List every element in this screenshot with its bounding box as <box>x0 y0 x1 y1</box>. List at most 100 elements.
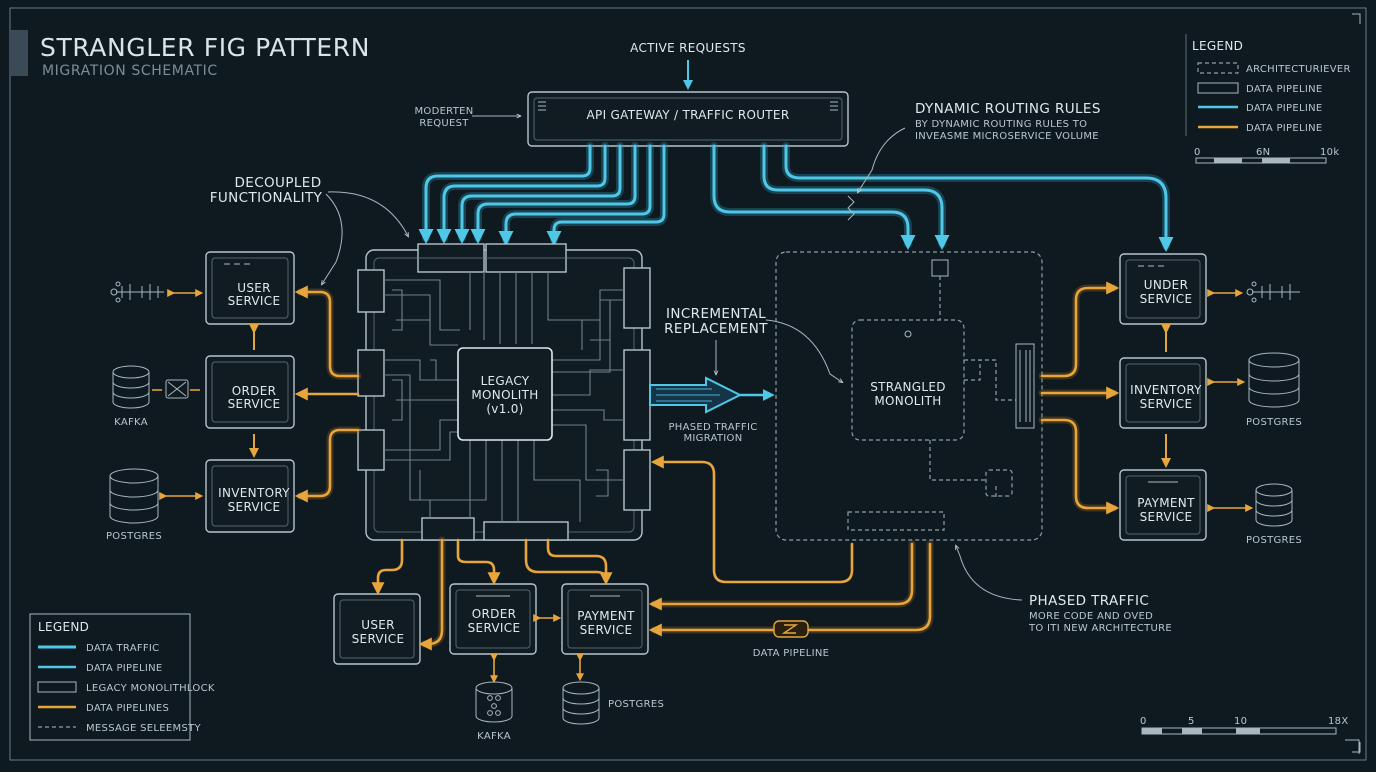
legend-bottom-item-1: DATA TRAFFIC <box>86 643 159 654</box>
right-under-service: UNDER SERVICE <box>1119 253 1207 325</box>
left-connector-icon <box>110 281 164 303</box>
legend-bottom-item-3: LEGACY MONOLITHLOCK <box>86 683 215 694</box>
phased-traffic-line2: TO ITI NEW ARCHITECTURE <box>1028 623 1172 634</box>
decoupled-line1: DECOUPLED <box>234 175 321 191</box>
gateway-to-legacy-traffic <box>418 142 668 246</box>
right-postgres-icon-2 <box>1255 483 1293 527</box>
bottom-payment-service-line2: SERVICE <box>580 623 633 637</box>
routing-rules-line1: BY DYNAMIC ROUTING RULES TO <box>915 119 1087 130</box>
migration-return-pipelines <box>648 455 934 637</box>
right-postgres-label-2: POSTGRES <box>1246 535 1302 546</box>
right-payment-service: PAYMENT SERVICE <box>1119 469 1207 541</box>
legend-top-item-2: DATA PIPELINE <box>1246 84 1323 95</box>
right-inventory-service: INVENTORY SERVICE <box>1119 357 1207 429</box>
right-connector-icon <box>1246 281 1300 303</box>
incremental-replacement-arrow <box>649 376 775 414</box>
outer-frame <box>9 7 1367 761</box>
legacy-monolith: LEGACY MONOLITH (v1.0) <box>357 243 651 541</box>
legend-top-item-4: DATA PIPELINE <box>1246 123 1323 134</box>
scale-bottom-1: 5 <box>1188 716 1195 727</box>
right-payment-service-line1: PAYMENT <box>1137 496 1195 510</box>
phased-traffic-line1: MORE CODE AND OVED <box>1029 611 1153 622</box>
scale-bottom-0: 0 <box>1140 716 1147 727</box>
legacy-to-left-pipelines <box>294 285 362 503</box>
decoupled-line2: FUNCTIONALITY <box>210 190 323 206</box>
api-gateway-label: API GATEWAY / TRAFFIC ROUTER <box>587 108 790 122</box>
phased-small-line1: PHASED TRAFFIC <box>668 422 757 433</box>
bottom-postgres-icon <box>562 681 600 725</box>
right-inventory-service-line1: INVENTORY <box>1130 383 1202 397</box>
legend-top-scale-1: 6N <box>1256 147 1270 158</box>
page-title: STRANGLER FIG PATTERN <box>40 33 370 62</box>
legend-bottom-title: LEGEND <box>38 620 89 634</box>
legend-bottom-item-5: MESSAGE SELEEMSTY <box>86 723 201 734</box>
page-subtitle: MIGRATION SCHEMATIC <box>42 63 218 79</box>
incremental-line2: REPLACEMENT <box>664 321 768 337</box>
data-pipeline-valve-icon <box>773 620 809 638</box>
scale-bottom-2: 10 <box>1234 716 1247 727</box>
moderten-label: MODERTEN <box>414 106 473 117</box>
left-postgres-icon <box>109 468 159 524</box>
left-user-service-line2: SERVICE <box>228 294 281 308</box>
bottom-order-service-line2: SERVICE <box>468 621 521 635</box>
bottom-postgres-label: POSTGRES <box>608 699 664 710</box>
legend-top-scale-0: 0 <box>1194 147 1201 158</box>
right-under-service-line1: UNDER <box>1144 278 1188 292</box>
right-payment-service-line2: SERVICE <box>1140 510 1193 524</box>
data-pipeline-label: DATA PIPELINE <box>753 648 830 659</box>
left-user-service: USER SERVICE <box>205 251 295 325</box>
right-postgres-label-1: POSTGRES <box>1246 417 1302 428</box>
bottom-kafka-label: KAFKA <box>477 731 511 742</box>
gateway-to-new-services-traffic <box>710 142 1174 252</box>
legend-top-scale-2: 10k <box>1320 147 1339 158</box>
right-inventory-service-line2: SERVICE <box>1140 397 1193 411</box>
strangled-monolith-line1: STRANGLED <box>870 380 946 394</box>
right-under-service-line2: SERVICE <box>1140 292 1193 306</box>
scale-bottom-3: 18X <box>1328 716 1348 727</box>
strangled-monolith-line2: MONOLITH <box>874 394 941 408</box>
legacy-monolith-line1: LEGACY <box>481 374 530 388</box>
legend-bottom: LEGEND DATA TRAFFIC DATA PIPELINE LEGACY… <box>29 613 215 741</box>
left-user-service-line1: USER <box>237 281 271 295</box>
bottom-kafka-icon <box>475 681 513 723</box>
legacy-monolith-line3: (v1.0) <box>486 402 523 416</box>
legend-top: LEGEND ARCHITECTURIEVER DATA PIPELINE DA… <box>1185 34 1351 164</box>
bottom-user-service-line1: USER <box>361 618 395 632</box>
left-postgres-label: POSTGRES <box>106 531 162 542</box>
right-postgres-icon-1 <box>1248 352 1300 408</box>
routing-rules-title: DYNAMIC ROUTING RULES <box>915 101 1101 117</box>
left-kafka-icon <box>112 365 189 409</box>
phased-traffic-title: PHASED TRAFFIC <box>1029 593 1149 609</box>
bottom-user-service-line2: SERVICE <box>352 632 405 646</box>
routing-rules-line2: INVEASME MICROSERVICE VOLUME <box>915 131 1099 142</box>
left-inventory-service-line1: INVENTORY <box>218 486 290 500</box>
active-requests-label: ACTIVE REQUESTS <box>630 41 746 55</box>
legend-top-item-1: ARCHITECTURIEVER <box>1246 64 1351 75</box>
left-inventory-service-line2: SERVICE <box>228 500 281 514</box>
bottom-order-service: ORDER SERVICE <box>449 583 537 655</box>
strangled-monolith: STRANGLED MONOLITH <box>775 251 1043 541</box>
left-order-service-line2: SERVICE <box>228 397 281 411</box>
left-order-service: ORDER SERVICE <box>205 355 295 429</box>
request-label: REQUEST <box>419 118 469 129</box>
left-kafka-label: KAFKA <box>114 417 148 428</box>
incremental-line1: INCREMENTAL <box>666 306 766 322</box>
legend-top-item-3: DATA PIPELINE <box>1246 103 1323 114</box>
phased-small-line2: MIGRATION <box>683 433 742 444</box>
scale-bar-bottom: 0 5 10 18X <box>1140 716 1348 735</box>
bottom-payment-service: PAYMENT SERVICE <box>561 583 649 655</box>
title-accent-bar <box>10 30 28 76</box>
legend-bottom-item-4: DATA PIPELINES <box>86 703 169 714</box>
bottom-payment-service-line1: PAYMENT <box>577 609 635 623</box>
legacy-to-bottom-pipelines <box>371 536 613 651</box>
api-gateway: API GATEWAY / TRAFFIC ROUTER <box>527 91 849 147</box>
legend-top-title: LEGEND <box>1192 39 1243 53</box>
bottom-user-service: USER SERVICE <box>333 593 421 665</box>
strangled-to-right-pipelines <box>1038 281 1120 515</box>
bottom-order-service-line1: ORDER <box>472 607 516 621</box>
legacy-monolith-line2: MONOLITH <box>471 388 538 402</box>
legend-bottom-item-2: DATA PIPELINE <box>86 663 163 674</box>
left-inventory-service: INVENTORY SERVICE <box>205 459 295 533</box>
